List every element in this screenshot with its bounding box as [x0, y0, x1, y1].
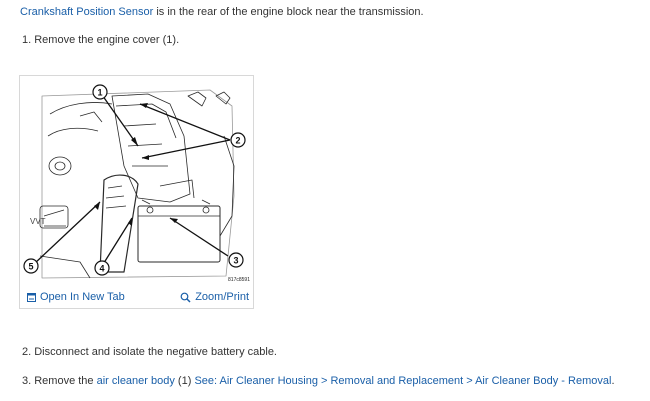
open-in-new-tab-label: Open In New Tab [40, 291, 125, 303]
magnifier-icon [180, 292, 191, 303]
callout-2: 2 [230, 132, 246, 148]
svg-text:2: 2 [235, 136, 240, 146]
callout-3: 3 [228, 252, 244, 268]
open-in-new-tab-icon [27, 292, 36, 302]
intro-paragraph: Crankshaft Position Sensor is in the rea… [20, 5, 424, 19]
air-cleaner-removal-link[interactable]: See: Air Cleaner Housing > Removal and R… [194, 375, 612, 387]
step-2: 2. Disconnect and isolate the negative b… [22, 346, 277, 358]
svg-text:4: 4 [99, 264, 104, 274]
zoom-print-button[interactable]: Zoom/Print [180, 291, 249, 303]
step-3-mid: (1) [174, 375, 195, 387]
step-3: 3. Remove the air cleaner body (1) See: … [22, 374, 615, 388]
intro-text: is in the rear of the engine block near … [153, 6, 424, 18]
figure-toolbar: Open In New Tab Zoom/Print [20, 286, 253, 308]
svg-text:1: 1 [97, 88, 102, 98]
step-1: 1. Remove the engine cover (1). [22, 34, 180, 46]
svg-text:5: 5 [28, 262, 33, 272]
crankshaft-sensor-link[interactable]: Crankshaft Position Sensor [20, 6, 154, 18]
svg-text:3: 3 [233, 256, 238, 266]
step-3-prefix: 3. Remove the [22, 375, 97, 387]
callout-1: 1 [92, 84, 108, 100]
svg-text:VVT: VVT [30, 217, 46, 226]
step-3-end: . [611, 375, 615, 387]
open-in-new-tab-button[interactable]: Open In New Tab [27, 291, 125, 303]
figure-code: 817c8591 [228, 277, 250, 283]
figure-card: VVT 1 2 3 [19, 75, 254, 309]
callout-4: 4 [94, 260, 110, 276]
engine-cover-diagram: VVT 1 2 3 [20, 76, 253, 286]
zoom-print-label: Zoom/Print [195, 291, 249, 303]
callout-5: 5 [23, 258, 39, 274]
air-cleaner-body-link[interactable]: air cleaner body [96, 375, 175, 387]
